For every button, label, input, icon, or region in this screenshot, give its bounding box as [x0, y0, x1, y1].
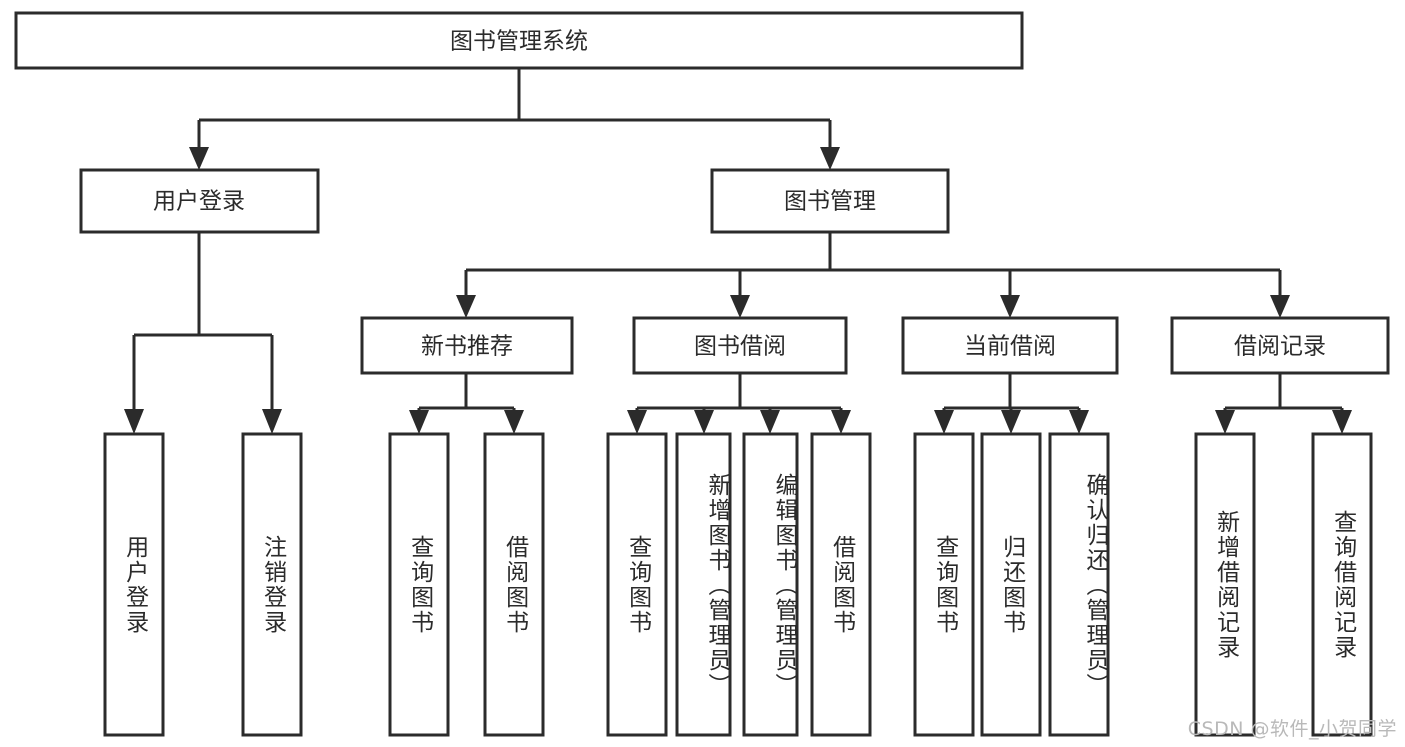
leaf-box-current-borrow-2[interactable]	[980, 432, 1042, 737]
arrowhead-bb-leaf-3	[760, 410, 780, 434]
node-borrow-record-rect[interactable]	[1170, 316, 1390, 375]
node-book-borrow-label: 图书借阅	[694, 334, 786, 360]
leaf-box-user-login-2[interactable]	[241, 432, 303, 737]
leaf-box-book-borrow-2[interactable]	[675, 432, 732, 737]
node-borrow-record[interactable]: 借阅记录	[1170, 316, 1390, 375]
connector-group-book-mgmt	[456, 232, 1290, 318]
arrowhead-bb-leaf-4	[831, 410, 851, 434]
leaf-box-book-borrow-3[interactable]	[742, 432, 799, 737]
leaf-box-borrow-record-2[interactable]	[1311, 432, 1373, 737]
connector-group-root	[189, 68, 840, 170]
arrowhead-bm-child-1	[456, 295, 476, 318]
node-book-borrow-rect[interactable]	[632, 316, 848, 375]
node-new-book-recommend-rect[interactable]	[360, 316, 574, 375]
node-borrow-record-label: 借阅记录	[1234, 334, 1326, 360]
node-user-login[interactable]: 用户登录	[79, 168, 320, 234]
arrowhead-nb-leaf-1	[409, 410, 429, 434]
arrowhead-bm-child-2	[730, 295, 750, 318]
node-user-login-rect[interactable]	[79, 168, 320, 234]
node-book-management-rect[interactable]	[710, 168, 950, 234]
arrowhead-cb-leaf-1	[934, 410, 954, 434]
node-user-login-label: 用户登录	[153, 189, 245, 215]
arrowhead-cb-leaf-2	[1001, 410, 1021, 434]
node-new-book-recommend[interactable]: 新书推荐	[360, 316, 574, 375]
arrowhead-bb-leaf-2	[694, 410, 714, 434]
arrowhead-user-login	[189, 147, 209, 170]
connector-group-current-borrow	[934, 373, 1089, 434]
arrowhead-ul-leaf-2	[262, 409, 282, 434]
leaf-box-user-login-1[interactable]	[103, 432, 165, 737]
node-root-label: 图书管理系统	[450, 29, 588, 55]
arrowhead-book-mgmt	[820, 147, 840, 170]
leaf-box-book-borrow-4[interactable]	[810, 432, 872, 737]
arrowhead-ul-leaf-1	[124, 409, 144, 434]
node-current-borrow-rect[interactable]	[901, 316, 1119, 375]
leaf-box-current-borrow-3[interactable]	[1048, 432, 1110, 737]
node-current-borrow[interactable]: 当前借阅	[901, 316, 1119, 375]
leaf-box-new-book-2[interactable]	[483, 432, 545, 737]
leaf-box-current-borrow-1[interactable]	[913, 432, 975, 737]
connector-group-user-login	[124, 232, 282, 434]
arrowhead-bm-child-4	[1270, 295, 1290, 318]
arrowhead-nb-leaf-2	[504, 410, 524, 434]
leaf-box-new-book-1[interactable]	[388, 432, 450, 737]
connector-group-borrow-record	[1215, 373, 1352, 434]
node-book-management-label: 图书管理	[784, 189, 876, 215]
node-book-management[interactable]: 图书管理	[710, 168, 950, 234]
arrowhead-bb-leaf-1	[627, 410, 647, 434]
node-root[interactable]: 图书管理系统	[14, 11, 1024, 70]
node-root-rect[interactable]	[14, 11, 1024, 70]
connector-group-book-borrow	[627, 373, 851, 434]
node-book-borrow[interactable]: 图书借阅	[632, 316, 848, 375]
watermark-label: CSDN @软件_小贺同学	[1187, 718, 1397, 740]
arrowhead-cb-leaf-3	[1069, 410, 1089, 434]
node-new-book-recommend-label: 新书推荐	[421, 334, 513, 360]
connector-group-new-book	[409, 373, 524, 434]
arrowhead-bm-child-3	[1000, 295, 1020, 318]
leaf-box-borrow-record-1[interactable]	[1194, 432, 1256, 737]
node-current-borrow-label: 当前借阅	[964, 334, 1056, 360]
arrowhead-br-leaf-1	[1215, 410, 1235, 434]
arrowhead-br-leaf-2	[1332, 410, 1352, 434]
leaf-box-book-borrow-1[interactable]	[606, 432, 668, 737]
